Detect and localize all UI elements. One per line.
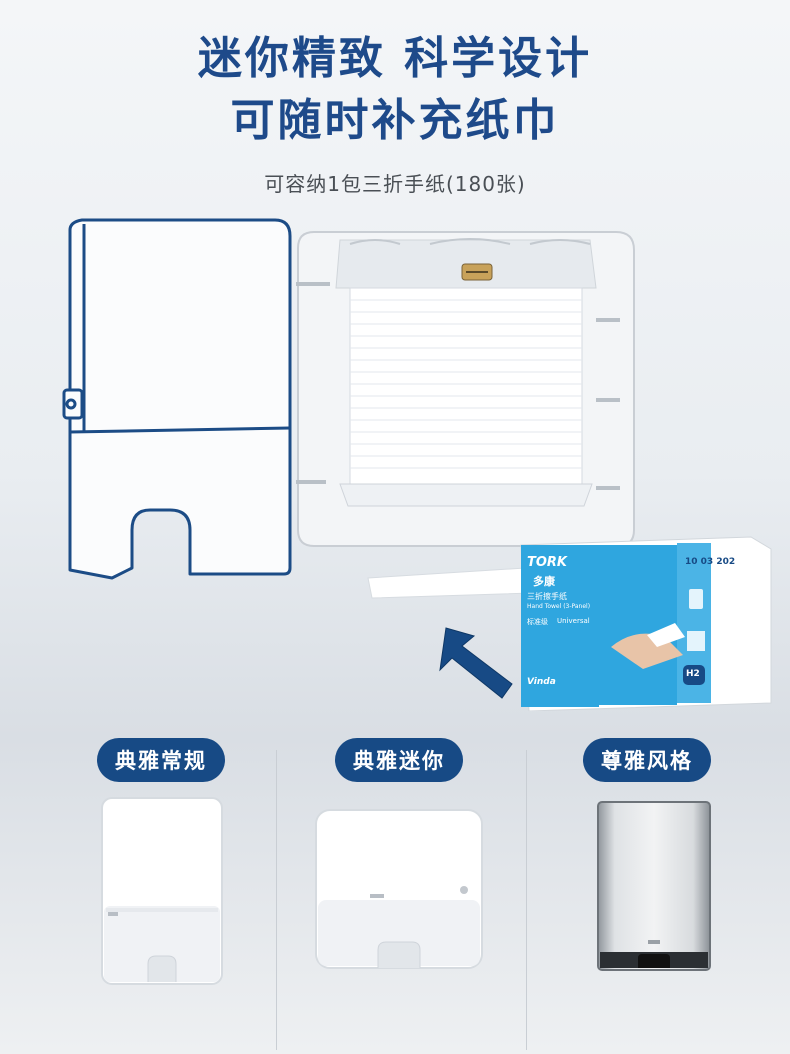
style-pill-elevation: 尊雅风格	[583, 738, 711, 782]
divider-1	[276, 750, 277, 1050]
style-pill-mini: 典雅迷你	[335, 738, 463, 782]
direction-arrow	[439, 627, 513, 699]
package-product-cn: 三折擦手纸	[527, 592, 567, 601]
package-tag-en: Universal	[557, 617, 590, 625]
package-size-code: H2	[686, 669, 700, 679]
classic-dispenser-image	[101, 797, 223, 985]
package-brand-cn: 多康	[533, 575, 555, 588]
package-code: 10 03 202	[685, 557, 736, 567]
headline-line2: 可随时补充纸巾	[230, 95, 560, 146]
package-tag: 标准级	[527, 618, 548, 626]
dispenser-illustration	[62, 218, 635, 699]
package-product-en: Hand Towel (3-Panel)	[527, 603, 591, 610]
tork-package: TORK 多康 三折擦手纸 Hand Towel (3-Panel) 标准级 U…	[515, 527, 777, 711]
package-brand: TORK	[527, 555, 568, 570]
divider-2	[526, 750, 527, 1050]
capacity-subtitle: 可容纳1包三折手纸(180张)	[264, 172, 526, 196]
paper-stack	[339, 287, 593, 507]
headline-line1: 迷你精致 科学设计	[197, 33, 593, 84]
elevation-dispenser-image	[597, 801, 711, 971]
package-sub-brand: Vinda	[527, 677, 556, 687]
dispenser-door-outline	[62, 218, 292, 580]
dispenser-body	[296, 231, 635, 599]
style-pill-classic: 典雅常规	[97, 738, 225, 782]
mini-dispenser-image	[315, 809, 483, 969]
